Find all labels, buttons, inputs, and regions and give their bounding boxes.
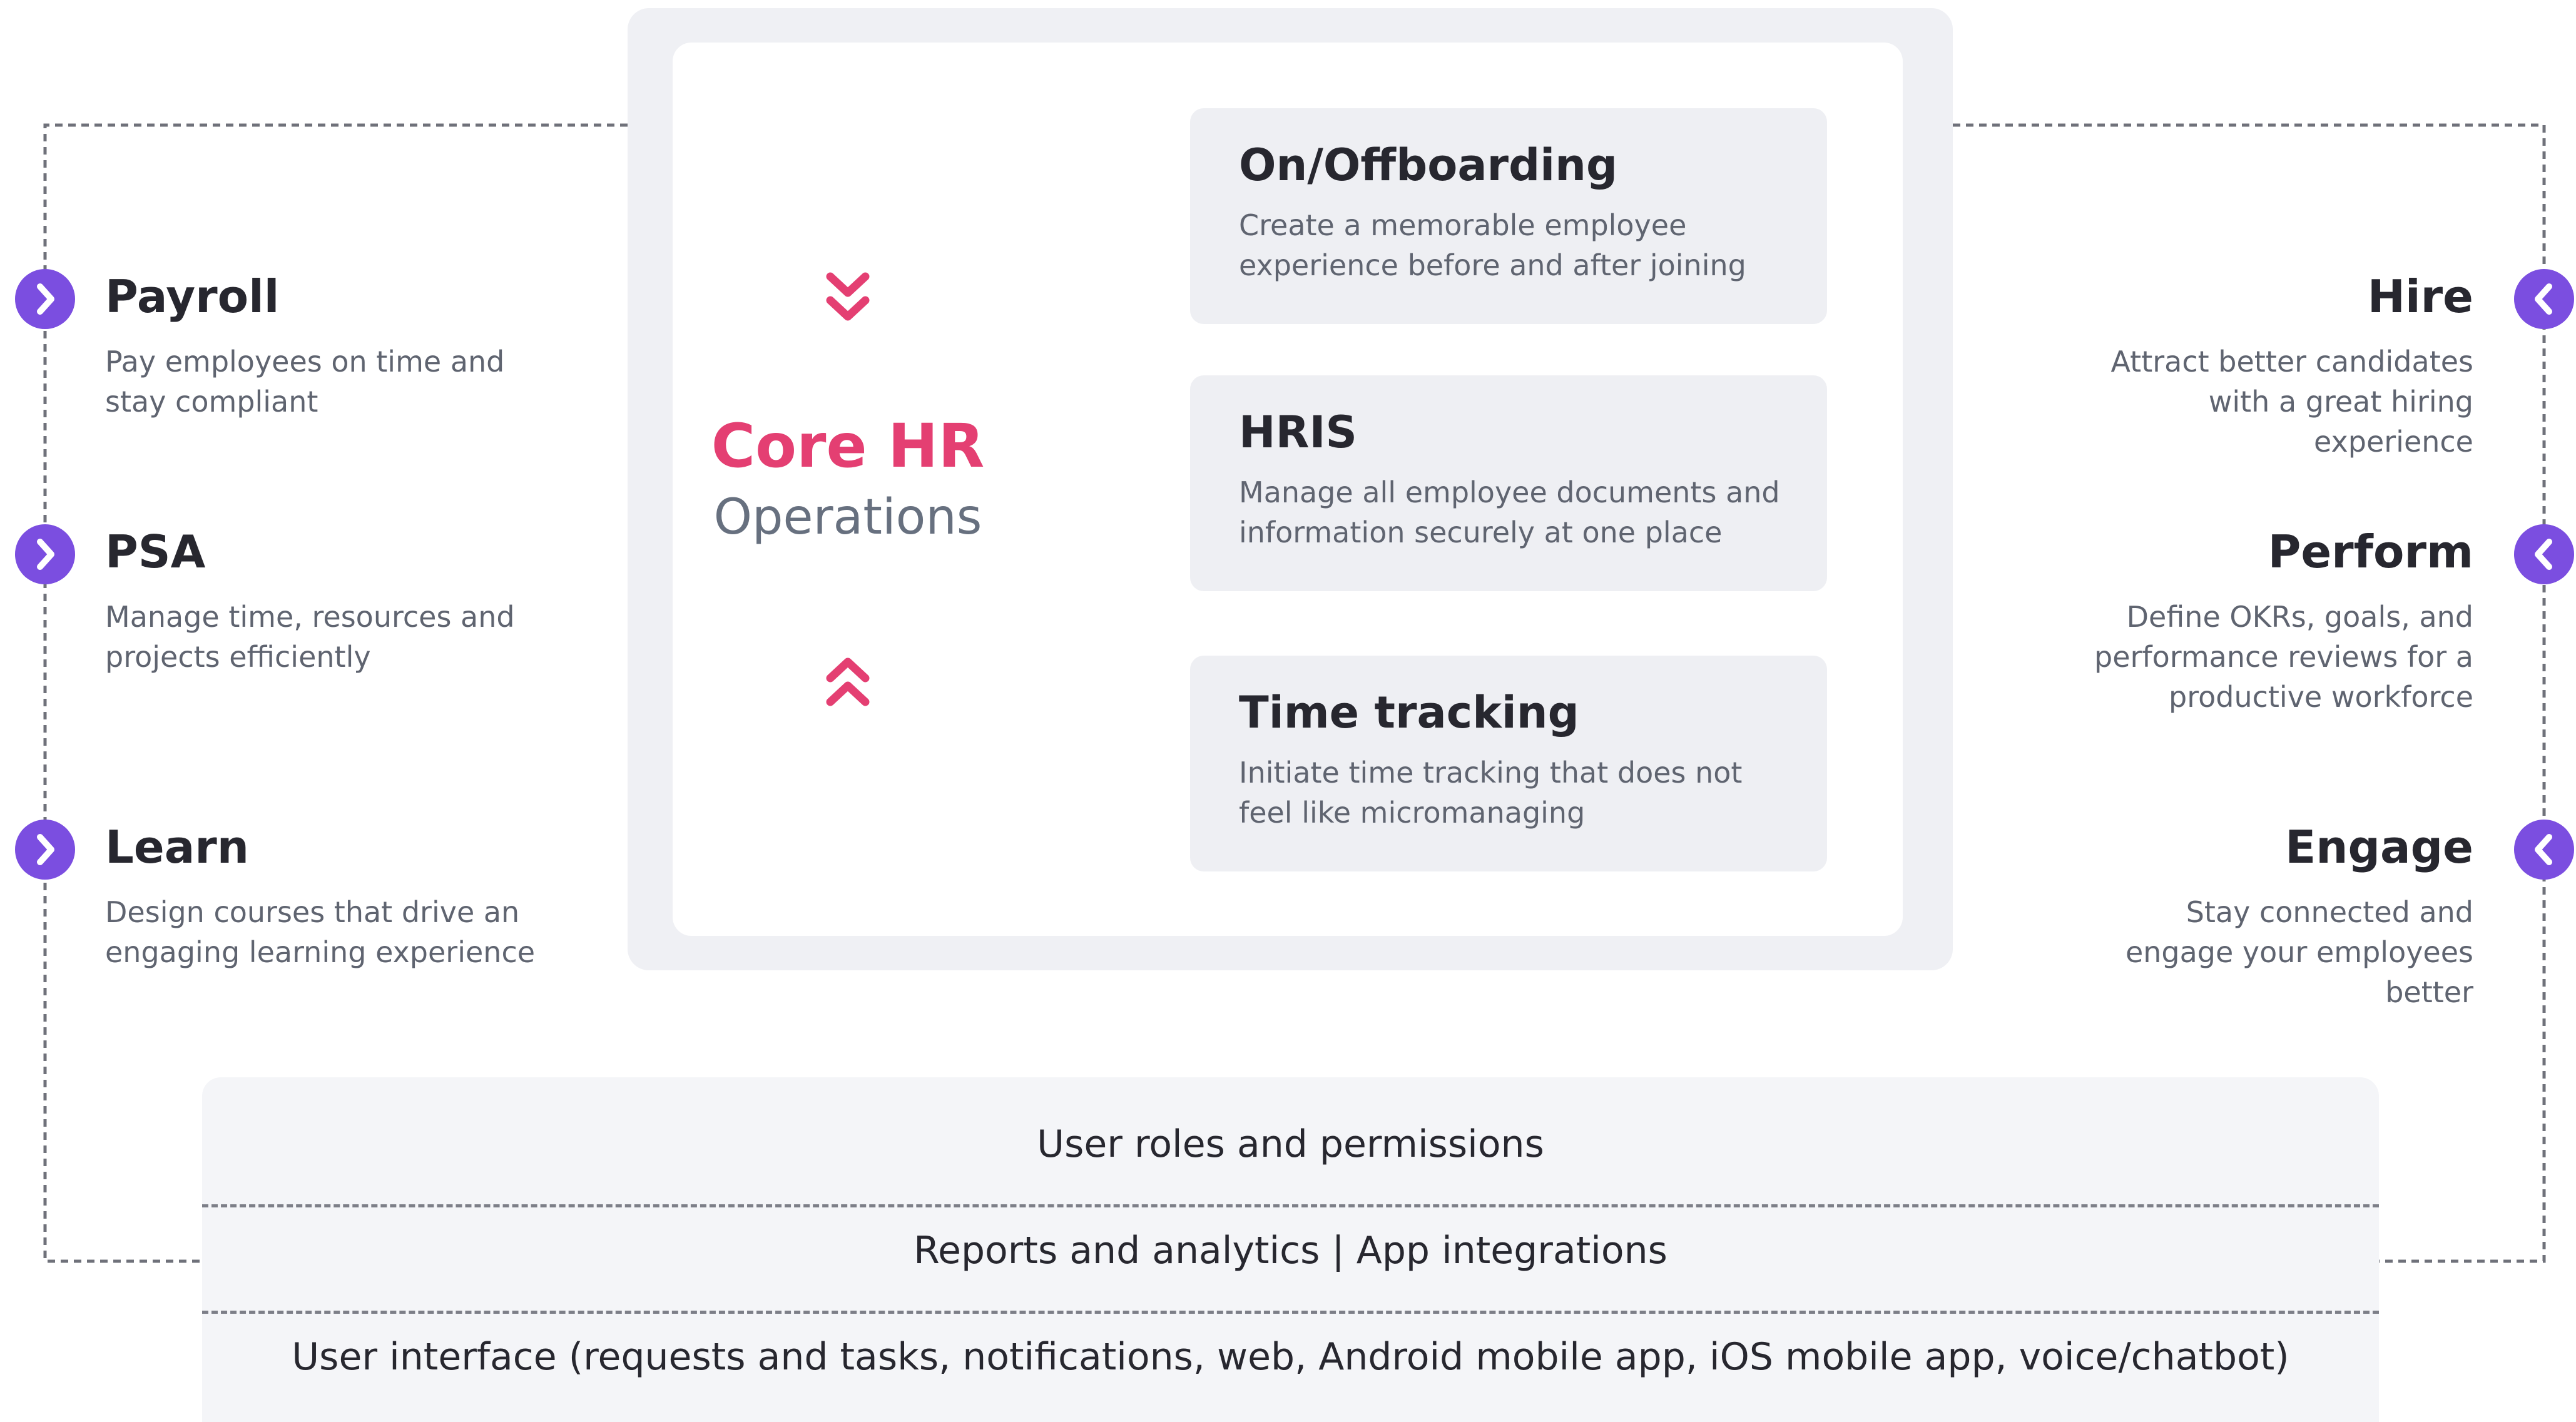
perform-chevron-left-icon[interactable] <box>2514 524 2574 584</box>
module-title: Learn <box>105 821 250 873</box>
double-chevron-down-icon <box>823 269 873 332</box>
card-title: Time tracking <box>1239 687 1579 738</box>
divider <box>202 1204 2379 1207</box>
card-hris[interactable]: HRIS Manage all employee documents and i… <box>1190 375 1827 591</box>
module-description: Define OKRs, goals, and performance revi… <box>2094 600 2473 714</box>
card-description: Manage all employee documents and inform… <box>1239 475 1780 549</box>
module-payroll[interactable]: Payroll Pay employees on time and stay c… <box>105 274 506 422</box>
module-description: Design courses that drive an engaging le… <box>105 895 536 969</box>
card-description: Initiate time tracking that does not fee… <box>1239 756 1743 830</box>
module-description: Attract better candidates with a great h… <box>2110 345 2474 459</box>
double-chevron-up-icon <box>823 651 873 713</box>
foundation-row-permissions: User roles and permissions <box>1037 1122 1544 1166</box>
module-title: PSA <box>105 526 206 578</box>
module-description: Stay connected and engage your employees… <box>2125 895 2473 1009</box>
divider <box>202 1311 2379 1314</box>
card-title: HRIS <box>1239 407 1357 458</box>
psa-chevron-right-icon[interactable] <box>15 524 75 584</box>
foundation-row-reports: Reports and analytics | App integrations <box>914 1229 1667 1272</box>
module-title: Engage <box>2285 821 2473 873</box>
payroll-chevron-right-icon[interactable] <box>15 269 75 329</box>
card-title: On/Offboarding <box>1239 140 1618 191</box>
foundation-row-user-interface: User interface (requests and tasks, noti… <box>292 1335 2289 1379</box>
module-learn[interactable]: Learn Design courses that drive an engag… <box>105 825 543 972</box>
core-hr-subtitle: Operations <box>713 489 982 546</box>
module-description: Pay employees on time and stay compliant <box>105 345 505 419</box>
module-title: Payroll <box>105 270 280 323</box>
module-title: Perform <box>2268 526 2473 578</box>
module-hire[interactable]: Hire Attract better candidates with a gr… <box>2048 270 2474 462</box>
engage-chevron-left-icon[interactable] <box>2514 820 2574 880</box>
card-description: Create a memorable employee experience b… <box>1239 208 1746 282</box>
core-hr-title: Core HR <box>711 411 985 481</box>
foundation-layer: User roles and permissions Reports and a… <box>202 1077 2379 1422</box>
card-onoffboarding[interactable]: On/Offboarding Create a memorable employ… <box>1190 108 1827 324</box>
card-time-tracking[interactable]: Time tracking Initiate time tracking tha… <box>1190 656 1827 871</box>
module-engage[interactable]: Engage Stay connected and engage your em… <box>2073 825 2473 1012</box>
module-description: Manage time, resources and projects effi… <box>105 600 515 674</box>
module-perform[interactable]: Perform Define OKRs, goals, and performa… <box>2085 529 2473 717</box>
hire-chevron-left-icon[interactable] <box>2514 269 2574 329</box>
module-title: Hire <box>2367 270 2473 323</box>
module-psa[interactable]: PSA Manage time, resources and projects … <box>105 529 518 677</box>
learn-chevron-right-icon[interactable] <box>15 820 75 880</box>
